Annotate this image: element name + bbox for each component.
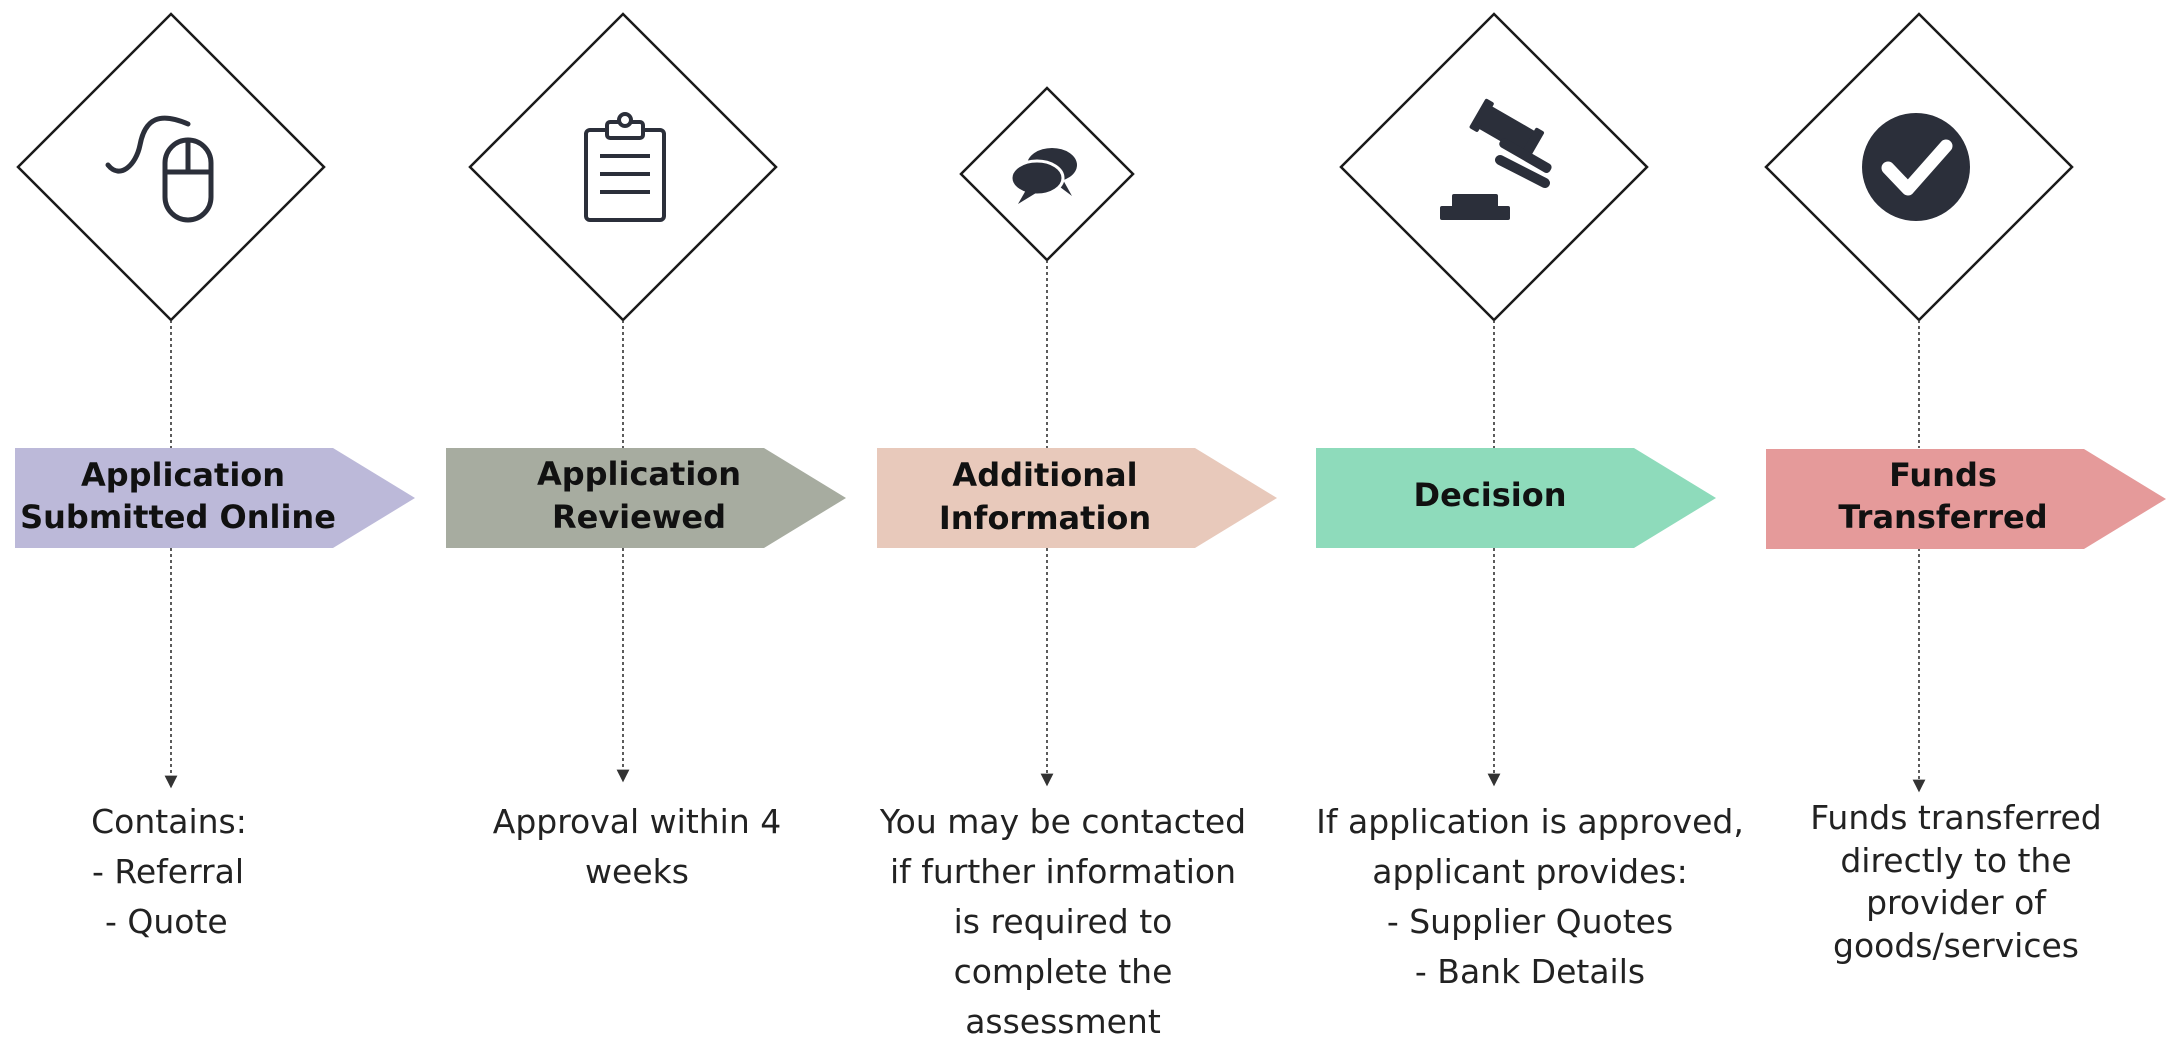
- step-title-line-1: Application: [81, 456, 285, 494]
- step-title-line-2: Reviewed: [552, 498, 726, 536]
- step-arrow-banner: [15, 448, 415, 548]
- step-description-line-2: if further information: [890, 852, 1236, 891]
- step-title-line-1: Decision: [1414, 476, 1567, 514]
- gavel-icon: [1440, 98, 1552, 220]
- step-description-line-1: If application is approved,: [1316, 802, 1744, 841]
- step-description-line-3: - Quote: [105, 902, 228, 941]
- speech-bubbles-icon: [1009, 148, 1077, 204]
- step-description-line-2: weeks: [585, 852, 689, 891]
- step-title-line-2: Submitted Online: [20, 498, 336, 536]
- step-description-line-1: Contains:: [91, 802, 247, 841]
- step-description-line-3: is required to: [954, 902, 1173, 941]
- step-title-line-1: Funds: [1889, 456, 1997, 494]
- step-arrow-banner: [1766, 449, 2166, 549]
- step-description-line-3: - Supplier Quotes: [1387, 902, 1673, 941]
- step-description-line-2: applicant provides:: [1372, 852, 1687, 891]
- step-description-line-4: - Bank Details: [1415, 952, 1645, 991]
- step-submitted: Application Submitted Online Contains: -…: [15, 12, 415, 941]
- step-title-line-2: Transferred: [1838, 498, 2047, 536]
- clipboard-icon: [584, 112, 666, 222]
- diamond-frame: [468, 12, 778, 322]
- step-title-line-1: Additional: [952, 456, 1137, 494]
- step-title-line-2: Information: [939, 499, 1151, 537]
- step-description-line-4: goods/services: [1833, 926, 2079, 965]
- step-arrow-banner: [446, 448, 846, 548]
- step-description-line-2: - Referral: [92, 852, 244, 891]
- step-description-line-5: assessment: [965, 1002, 1161, 1041]
- step-arrow-banner: [1316, 448, 1716, 548]
- step-description-line-1: Funds transferred: [1810, 798, 2101, 837]
- checkmark-circle-icon: [1862, 113, 1970, 221]
- step-decision: Decision If application is approved, app…: [1316, 12, 1744, 991]
- diamond-frame: [16, 12, 326, 322]
- step-arrow-banner: [877, 448, 1277, 548]
- step-funds: Funds Transferred Funds transferred dire…: [1764, 12, 2166, 965]
- step-description-line-2: directly to the: [1840, 841, 2071, 880]
- step-reviewed: Application Reviewed Approval within 4 w…: [446, 12, 846, 891]
- step-description-line-1: You may be contacted: [879, 802, 1246, 841]
- step-description-line-4: complete the: [954, 952, 1173, 991]
- step-description-line-3: provider of: [1866, 883, 2047, 922]
- step-additional-info: Additional Information You may be contac…: [877, 86, 1277, 1041]
- computer-mouse-icon: [105, 115, 214, 223]
- diamond-frame: [1339, 12, 1649, 322]
- step-description-line-1: Approval within 4: [493, 802, 782, 841]
- step-title-line-1: Application: [537, 455, 741, 493]
